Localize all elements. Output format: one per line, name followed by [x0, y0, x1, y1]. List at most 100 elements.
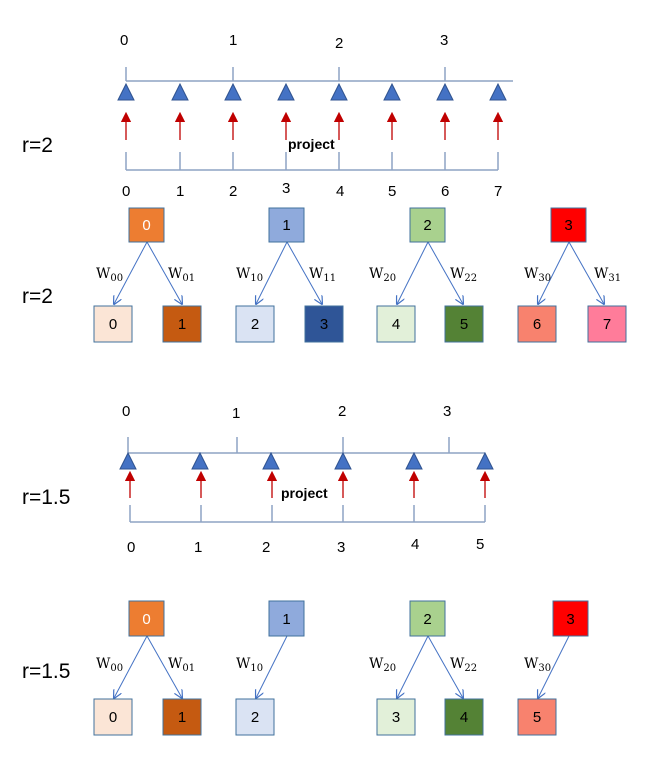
sample-point-triangle	[383, 82, 401, 101]
child-node-box	[444, 698, 484, 736]
weight-label-w01: W01	[168, 656, 195, 674]
section3-bottom-axis	[129, 505, 486, 523]
child-node-box	[376, 698, 416, 736]
child-node-box	[235, 698, 275, 736]
s1-bottom-tick-7: 7	[494, 183, 502, 200]
section4-edges	[114, 635, 570, 698]
child-node-box	[235, 305, 275, 343]
weight-edge	[397, 241, 429, 304]
s1-bottom-tick-1: 1	[176, 183, 184, 200]
sample-point-triangle	[476, 451, 494, 470]
child-node-label: 4	[392, 316, 400, 333]
s3-bottom-tick-1: 1	[194, 539, 202, 556]
weight-edge	[427, 635, 463, 698]
section2-interpolation-tree: r=2 W00 W01 W10 W11 W20 W22 W30 W31 0	[22, 207, 627, 343]
weight-label-w22: W22	[450, 656, 477, 674]
parent-node-label: 2	[423, 217, 431, 234]
section1-top-tick-labels: 0 1 2 3	[120, 32, 448, 52]
child-node-6: 6	[517, 305, 557, 343]
child-node-7: 7	[587, 305, 627, 343]
s3-top-tick-0: 0	[122, 403, 130, 420]
section1-r-label: r=2	[22, 134, 53, 157]
section1-red-arrows	[120, 111, 504, 140]
weight-edge	[256, 241, 288, 304]
weight-label-w20: W20	[369, 656, 396, 674]
section2-child-nodes: 0 1 2 3 4 5 6 7	[93, 305, 627, 343]
child-node-label: 1	[178, 709, 186, 726]
parent-node-box	[268, 600, 305, 637]
section2-weight-labels: W00 W01 W10 W11 W20 W22 W30 W31	[96, 266, 621, 284]
weight-edge	[397, 635, 429, 698]
section1-bottom-axis	[125, 152, 499, 171]
parent-node-box	[552, 600, 589, 637]
sample-point-triangle	[224, 82, 242, 101]
child-node-3: 3	[304, 305, 344, 343]
weight-edge	[427, 241, 463, 304]
child-node-label: 7	[603, 316, 611, 333]
sample-point-triangle	[119, 451, 137, 470]
child-node-label: 3	[392, 709, 400, 726]
section3-projection-diagram: r=1.5 0 1 2 3	[22, 403, 494, 556]
section3-r-label: r=1.5	[22, 486, 70, 509]
weight-label-w11: W11	[309, 266, 336, 284]
parent-node-3: 3	[552, 600, 589, 637]
child-node-5: 5	[444, 305, 484, 343]
section3-triangles	[119, 451, 494, 470]
parent-node-label: 2	[423, 611, 431, 628]
parent-node-1: 1	[268, 207, 305, 243]
sample-point-triangle	[171, 82, 189, 101]
section3-top-axis	[127, 437, 485, 454]
parent-node-label: 0	[142, 611, 150, 628]
section4-interpolation-tree: r=1.5 W00 W01 W10 W20 W22 W30 0 1 2 3 0 …	[22, 600, 589, 736]
section4-child-nodes: 0 1 2 3 4 5	[93, 698, 557, 736]
section3-top-tick-labels: 0 1 2 3	[122, 403, 451, 422]
parent-node-label: 3	[564, 217, 572, 234]
s1-top-tick-1: 1	[229, 32, 237, 49]
child-node-1: 1	[162, 305, 202, 343]
parent-node-1: 1	[268, 600, 305, 637]
section3-red-arrows	[124, 470, 491, 498]
parent-node-label: 1	[282, 217, 290, 234]
section1-bottom-tick-labels: 0 1 2 3 4 5 6 7	[122, 180, 502, 200]
child-node-2: 2	[235, 305, 275, 343]
parent-node-box	[128, 207, 165, 243]
sample-point-triangle	[191, 451, 209, 470]
parent-node-box	[409, 207, 446, 243]
child-node-0: 0	[93, 698, 133, 736]
weight-label-w00: W00	[96, 266, 123, 284]
child-node-label: 5	[460, 316, 468, 333]
child-node-2: 2	[235, 698, 275, 736]
weight-edge	[538, 635, 570, 698]
child-node-label: 0	[109, 316, 117, 333]
child-node-3: 3	[376, 698, 416, 736]
sample-point-triangle	[262, 451, 280, 470]
s3-top-tick-3: 3	[443, 403, 451, 420]
weight-label-w01: W01	[168, 266, 195, 284]
section1-project-label: project	[288, 136, 335, 152]
sample-point-triangle	[330, 82, 348, 101]
child-node-0: 0	[93, 305, 133, 343]
child-node-box	[93, 698, 133, 736]
sample-point-triangle	[334, 451, 352, 470]
weight-label-w31: W31	[594, 266, 621, 284]
weight-edge	[114, 635, 148, 698]
weight-label-w10: W10	[236, 266, 263, 284]
s1-bottom-tick-5: 5	[388, 183, 396, 200]
s3-bottom-tick-0: 0	[127, 539, 135, 556]
parent-node-2: 2	[409, 207, 446, 243]
s3-top-tick-2: 2	[338, 403, 346, 420]
parent-node-0: 0	[128, 207, 165, 243]
section4-r-label: r=1.5	[22, 660, 70, 683]
child-node-label: 5	[533, 709, 541, 726]
child-node-box	[376, 305, 416, 343]
parent-node-label: 0	[142, 217, 150, 234]
s3-bottom-tick-3: 3	[337, 539, 345, 556]
section2-r-label: r=2	[22, 285, 53, 308]
weight-label-w30: W30	[524, 656, 551, 674]
child-node-label: 2	[251, 709, 259, 726]
s1-bottom-tick-2: 2	[229, 183, 237, 200]
parent-node-label: 1	[282, 611, 290, 628]
weight-edge	[256, 635, 288, 698]
child-node-4: 4	[444, 698, 484, 736]
weight-edge	[114, 241, 148, 304]
